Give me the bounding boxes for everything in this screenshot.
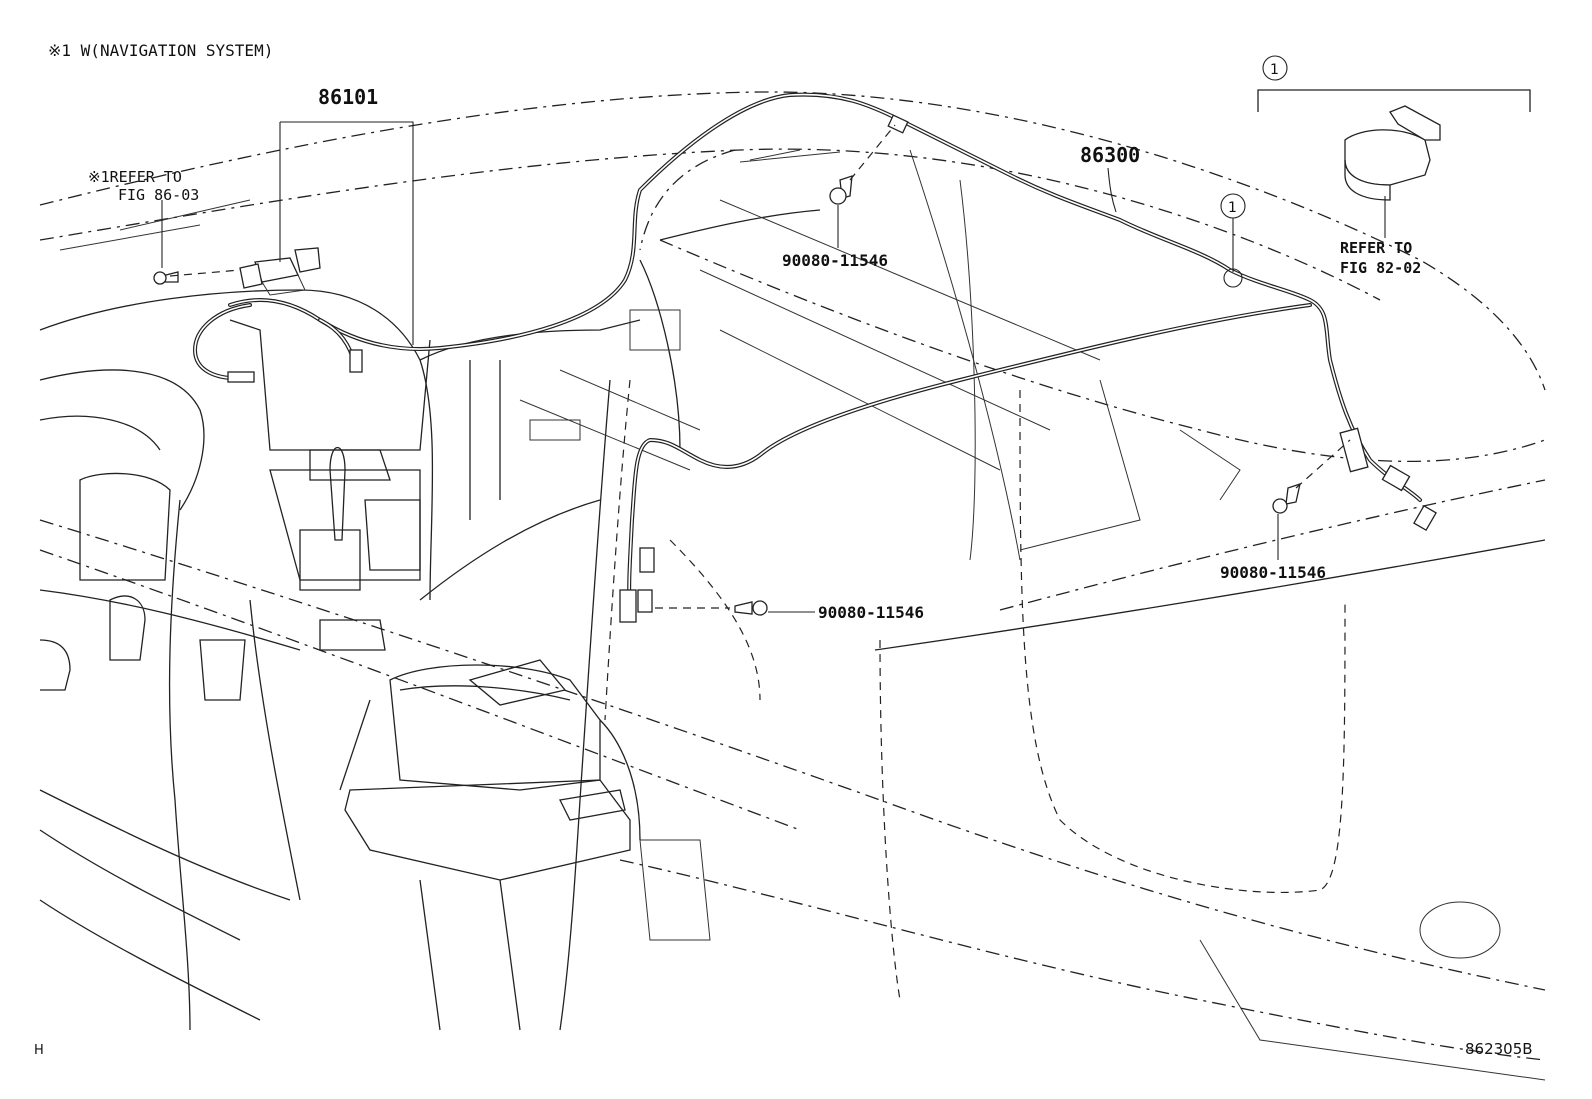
leader-lines: [161, 121, 1386, 613]
dashboard-outline: [39, 199, 641, 1031]
callout-bolt-pillar: 90080-11546: [818, 603, 924, 622]
nav-refer-line2: FIG 86-03: [118, 186, 199, 204]
roof-outline: [39, 91, 1546, 1081]
clamp-detail-marker: 1: [1270, 62, 1279, 78]
clamp-refer-line1: REFER TO: [1340, 239, 1412, 257]
antenna-cord-86300: [193, 92, 1437, 623]
corner-mark: H: [34, 1043, 44, 1058]
nav-refer-line1: ※1REFER TO: [88, 168, 182, 186]
header-note: ※1 W(NAVIGATION SYSTEM): [48, 41, 273, 60]
callout-86101: 86101: [318, 85, 378, 109]
bolt-right: [1272, 483, 1301, 514]
pillar-outline: [519, 149, 1021, 1031]
clamp-refer-line2: FIG 82-02: [1340, 259, 1421, 277]
bolt-navigation: [153, 271, 179, 285]
figure-id: 862305B: [1465, 1040, 1533, 1058]
callout-bolt-right: 90080-11546: [1220, 563, 1326, 582]
bolt-top: [829, 175, 853, 205]
gps-antenna-86101: [239, 247, 321, 296]
bolt-pillar: [734, 600, 768, 616]
callout-bolt-top: 90080-11546: [782, 251, 888, 270]
clamp-ref-marker: 1: [1228, 200, 1237, 216]
callout-86300: 86300: [1080, 143, 1140, 167]
clamp-detail: [1257, 89, 1531, 201]
